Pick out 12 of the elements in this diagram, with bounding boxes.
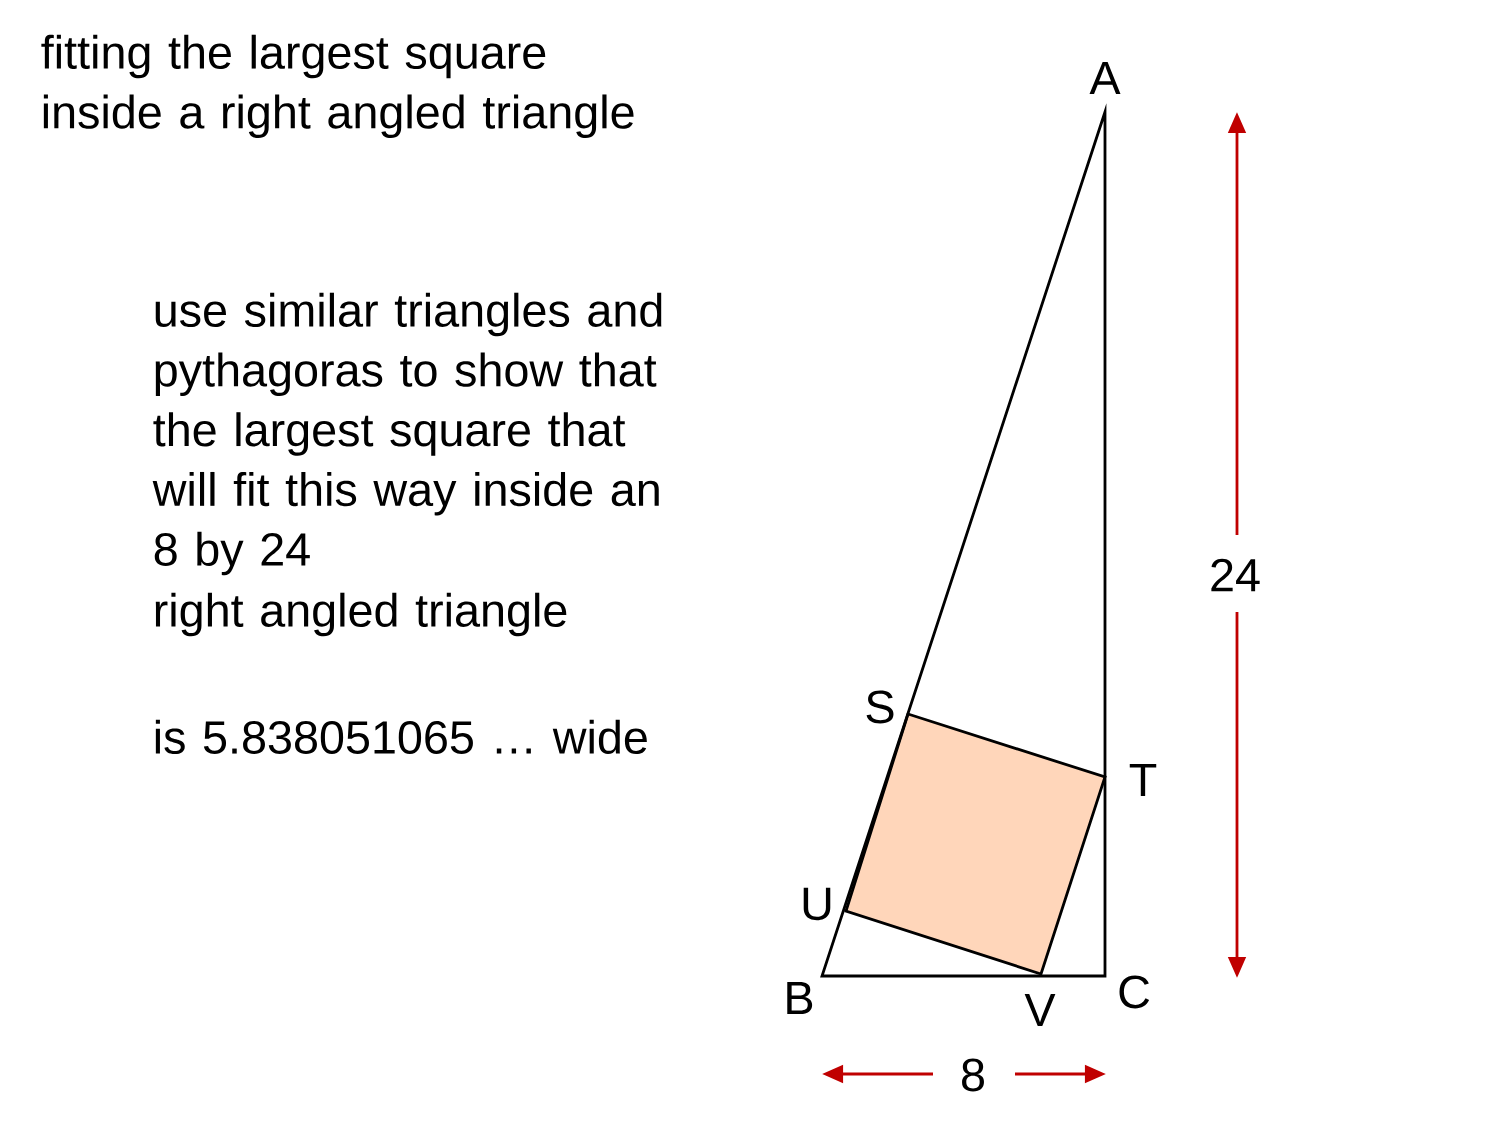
point-label: V (1024, 993, 1056, 1027)
point-label: A (1089, 61, 1121, 95)
point-label: C (1119, 975, 1150, 1009)
point-label: T (1129, 763, 1157, 797)
title: fitting the largest square inside a right angled triangle (41, 34, 634, 138)
point-label: B (787, 981, 813, 1015)
point-label: S (866, 690, 894, 724)
answer-text: is 5.838051065 … wide (155, 719, 647, 754)
point-label: U (803, 887, 831, 921)
dimension-label: 8 (962, 1058, 984, 1092)
dimension-label: 24 (1211, 558, 1260, 592)
instruction-text: right angled triangle (155, 592, 567, 637)
